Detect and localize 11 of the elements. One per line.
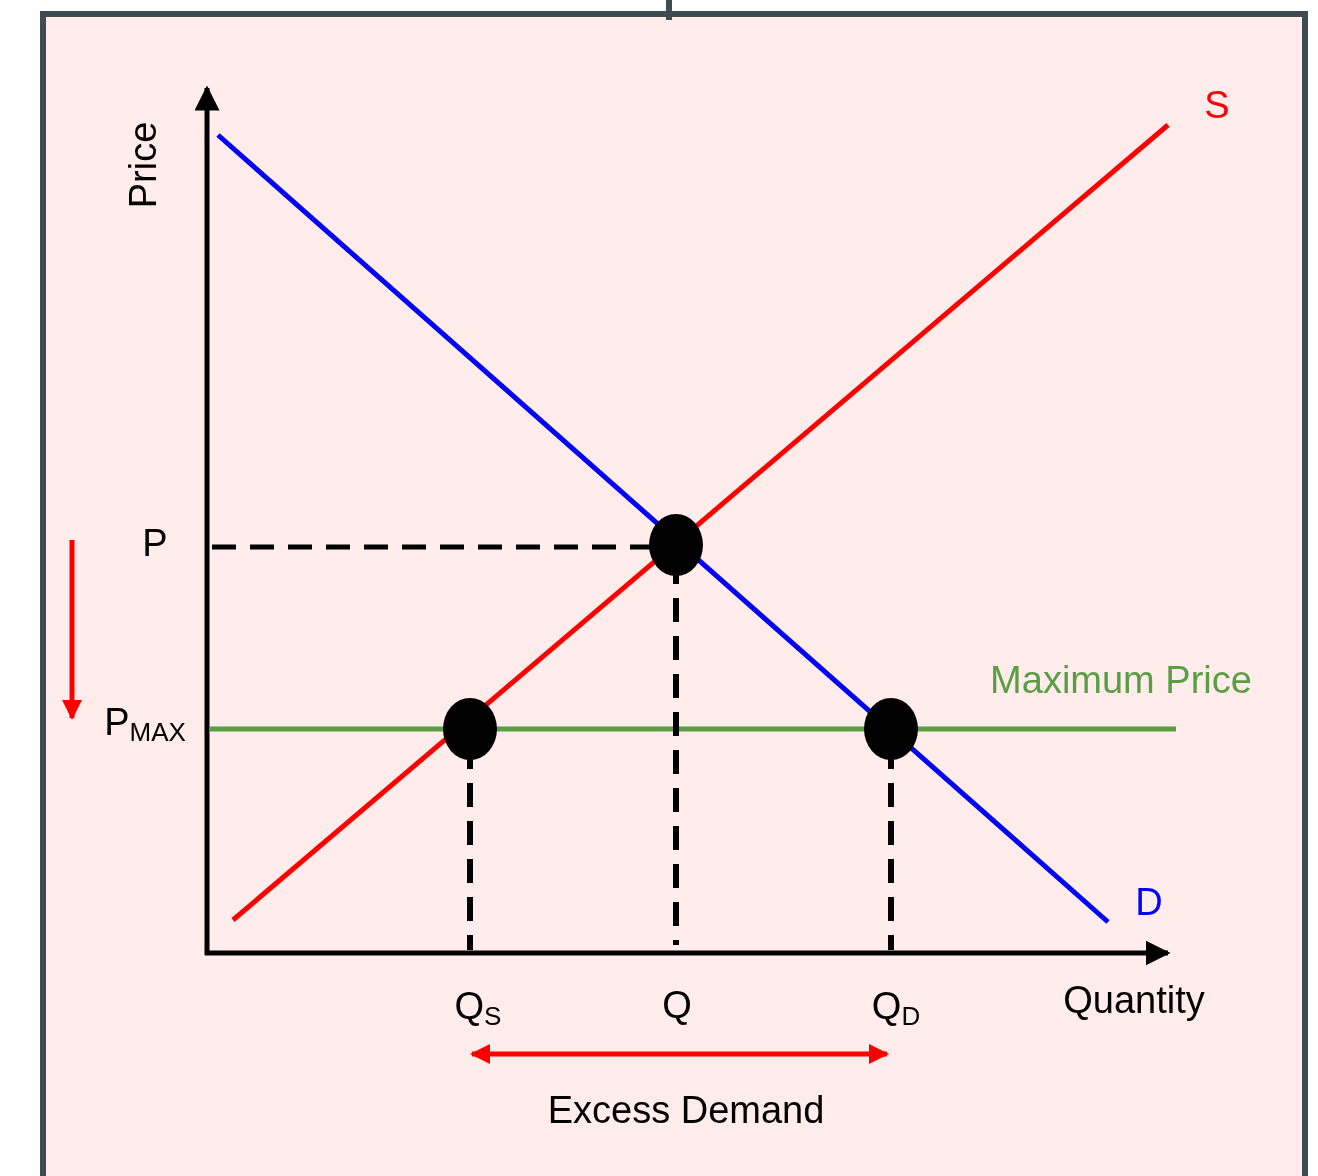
quantity-label: Q$_{S}$	[454, 986, 502, 1030]
line-label: Maximum Price	[990, 661, 1252, 699]
price-label: P$_{MAX}$	[104, 702, 186, 746]
quantity-label: Q	[662, 986, 692, 1024]
span-label: Excess Demand	[547, 1091, 825, 1129]
curve-label: S	[1204, 86, 1230, 124]
quantity-label: Q$_{D}$	[871, 986, 921, 1030]
price-label: P	[142, 524, 168, 562]
axis-label: Quantity	[1063, 981, 1205, 1019]
axis-label: Price	[124, 121, 162, 209]
curve-label: D	[1135, 883, 1163, 921]
